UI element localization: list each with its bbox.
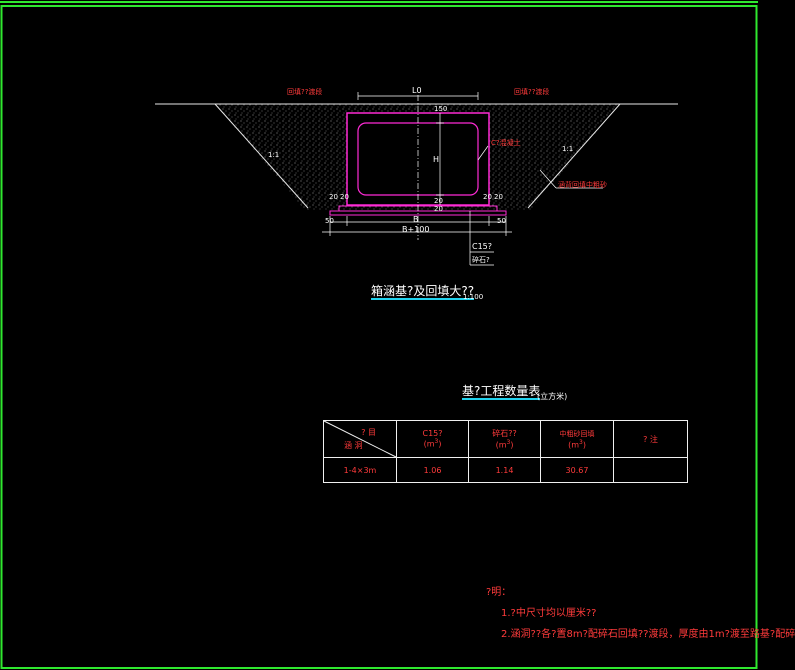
diagonal-line <box>323 420 397 458</box>
label-backfill-left: 回填??渡段 <box>287 88 323 96</box>
table-row: 1-4×3m 1.06 1.14 30.67 <box>323 457 688 483</box>
slope-left <box>214 103 309 209</box>
label-dim-50-right: 50 <box>497 217 506 225</box>
row-label: 1-4×3m <box>323 457 397 483</box>
col-sand-unit: m <box>571 440 579 450</box>
label-wall-bottom: 20 <box>434 197 443 205</box>
col-gravel: 碎石?? (m3) <box>468 420 541 458</box>
header-corner-cell: ? 目 涵 洞 <box>323 420 397 458</box>
label-corner-left: 20 <box>329 193 338 201</box>
label-gravel: 碎石? <box>472 256 490 264</box>
col-remark: ? 注 <box>613 420 688 458</box>
header-bottom: 涵 洞 <box>344 441 363 450</box>
section-scale: 1:100 <box>463 293 484 301</box>
col-c15-unit-exp: 3 <box>434 438 439 446</box>
quantity-table: ? 目 涵 洞 C15? (m3) 碎石?? (m3) 中粗砂回填 (m3) ?… <box>323 420 688 483</box>
label-corner-right: 20 <box>483 193 492 201</box>
row-remark <box>613 457 688 483</box>
label-l0: L0 <box>412 86 422 95</box>
sheet-border <box>0 5 758 669</box>
label-slope-left: 1:1 <box>268 151 280 159</box>
leader-callout-sand <box>539 169 557 189</box>
col-gravel-unit-exp: 3 <box>506 439 511 447</box>
row-gravel: 1.14 <box>468 457 541 483</box>
notes-line-2: 2.涵洞??各?置8m?配碎石回填??渡段，厚度由1m?渡至路基?配碎 <box>501 629 795 640</box>
label-slope-right: 1:1 <box>562 145 574 153</box>
label-c15: C15? <box>472 242 493 251</box>
label-h: H <box>433 155 440 164</box>
notes-heading: ?明： <box>486 587 512 598</box>
drawing-canvas <box>0 1 758 669</box>
label-corner-right2: 20 <box>494 193 503 201</box>
label-b: B <box>413 215 419 224</box>
header-top: ? 目 <box>361 428 376 437</box>
section-title: 箱涵基?及回填大?? <box>371 284 475 300</box>
leader-callout-c <box>477 145 489 161</box>
col-c15: C15? (m3) <box>396 420 469 458</box>
label-callout-base: C?混凝土 <box>491 139 521 147</box>
col-c15-unit: m <box>426 439 435 449</box>
notes-line-1: 1.?中尺寸均以厘米?? <box>501 608 597 619</box>
row-sand: 30.67 <box>540 457 614 483</box>
label-callout-fill: 涵背回填中粗砂 <box>558 181 607 189</box>
label-b100: B+100 <box>402 225 430 234</box>
slope-right <box>527 103 621 209</box>
col-sand-unit-exp: 3 <box>578 438 583 446</box>
label-wall-top: 150 <box>434 105 448 113</box>
table-unit: (立方米) <box>537 392 568 401</box>
row-c15: 1.06 <box>396 457 469 483</box>
table-title: 基?工程数量表 <box>462 384 541 400</box>
label-dim-50-left: 50 <box>325 217 334 225</box>
label-backfill-right: 回填??渡段 <box>514 88 550 96</box>
notes: ?明： 1.?中尺寸均以厘米?? 2.涵洞??各?置8m?配碎石回填??渡段，厚… <box>486 583 795 646</box>
col-gravel-unit: m <box>498 440 507 450</box>
col-sand: 中粗砂回填 (m3) <box>540 420 614 458</box>
label-wall-bottom2: 20 <box>434 205 443 213</box>
label-corner-left2: 20 <box>340 193 349 201</box>
